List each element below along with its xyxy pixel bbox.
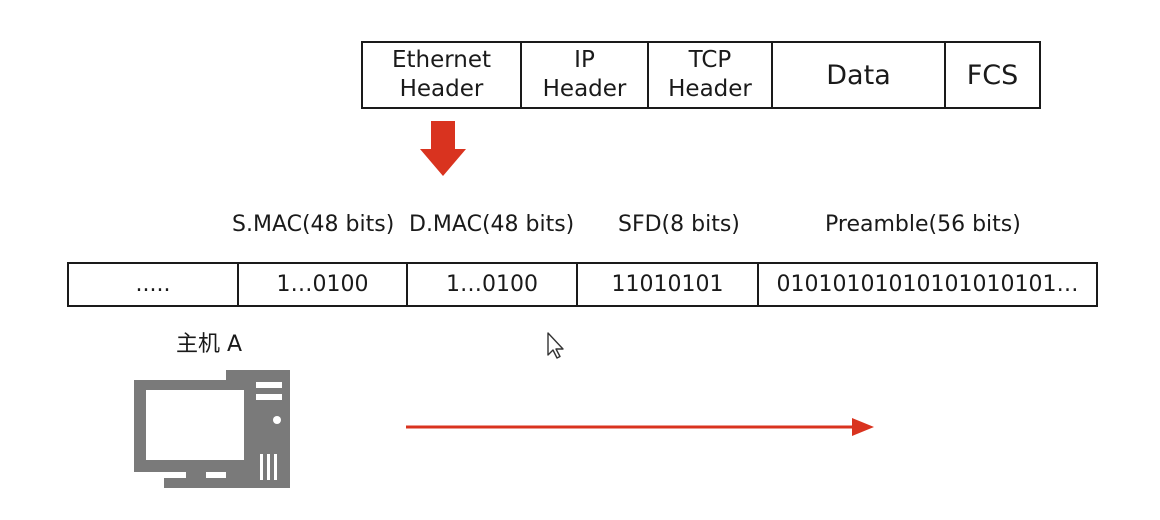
dmac-bits-cell: 1…0100 — [406, 262, 578, 307]
computer-icon — [134, 370, 290, 488]
sfd-bits-cell: 11010101 — [576, 262, 759, 307]
tcp-header-cell: TCP Header — [647, 41, 773, 109]
data-cell: Data — [771, 41, 946, 109]
expand-arrow-icon — [420, 121, 466, 176]
dmac-label: D.MAC(48 bits) — [409, 212, 575, 237]
sfd-label: SFD(8 bits) — [618, 212, 740, 237]
preamble-bits-cell: 01010101010101010101… — [757, 262, 1098, 307]
host-label: 主机 A — [176, 332, 243, 357]
smac-bits-cell: 1…0100 — [237, 262, 408, 307]
rest-bits-cell: ..... — [67, 262, 239, 307]
preamble-label: Preamble(56 bits) — [825, 212, 1021, 237]
mouse-cursor-icon — [547, 332, 564, 359]
smac-label: S.MAC(48 bits) — [232, 212, 395, 237]
fcs-cell: FCS — [944, 41, 1041, 109]
ip-header-cell: IP Header — [520, 41, 649, 109]
transmission-arrow-icon — [406, 418, 874, 436]
ethernet-header-cell: Ethernet Header — [361, 41, 522, 109]
